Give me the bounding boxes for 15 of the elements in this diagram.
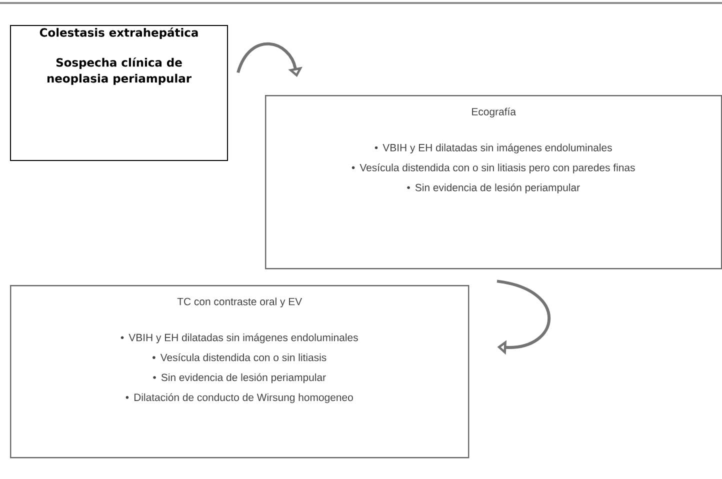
curved-arrow [496,280,551,355]
bullet-item: Sin evidencia de lesión periampular [161,373,326,384]
process-box [10,285,470,458]
bullet-item: Sin evidencia de lesión periampular [415,183,580,194]
bullet-item: Vesícula distendida con o sin litiasis pero con paredes finas [360,164,635,174]
box-heading: TC con contraste oral y EV [177,298,302,308]
box-heading: Ecografía [472,108,516,118]
bullet-item: Vesícula distendida con o sin litiasis [160,353,326,362]
bullet-item: Dilatación de conducto de Wirsung homogeneo [134,393,353,404]
process-box [265,95,722,270]
box-text: Sospecha clínica de neoplasia periampular [47,57,192,85]
process-box [10,25,228,161]
bullet-item: VBIH y EH dilatadas sin imágenes endoluminales [382,144,612,154]
box-text: Colestasis extrahepática [40,28,198,40]
bullet-item: VBIH y EH dilatadas sin imágenes endoluminales [128,333,358,344]
